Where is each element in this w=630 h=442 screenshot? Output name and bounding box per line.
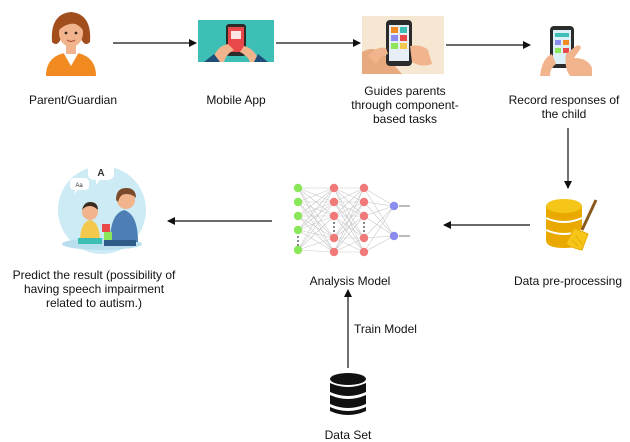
nn-connection <box>333 201 365 217</box>
nn-node <box>359 183 369 193</box>
hand-phone-app-icon <box>362 16 444 74</box>
nn-ellipsis-dot <box>297 236 299 238</box>
nn-connection <box>363 187 395 237</box>
nn-node <box>389 201 399 211</box>
guides-label-line-2: through component- <box>351 98 459 112</box>
nn-connection <box>333 187 365 239</box>
nn-connection <box>297 229 335 239</box>
nn-node <box>329 247 339 257</box>
predict-label: Predict the result (possibility of havin… <box>4 268 184 310</box>
guides-label-line-1: Guides parents <box>364 84 446 98</box>
nn-connection <box>363 235 395 253</box>
nn-ellipsis-dot <box>297 240 299 242</box>
analysis-label: Analysis Model <box>309 274 391 288</box>
nn-node <box>359 233 369 243</box>
nn-connection <box>333 215 365 253</box>
nn-connection <box>297 201 335 231</box>
nn-node <box>329 197 339 207</box>
nn-connection <box>297 187 335 251</box>
database-icon <box>328 372 368 418</box>
nn-ellipsis-dot <box>363 230 365 232</box>
nn-connection <box>297 201 335 239</box>
nn-connection <box>363 205 395 239</box>
nn-connection <box>297 229 335 253</box>
nn-ellipsis-dot <box>363 222 365 224</box>
predict-label-line-2: having speech impairment <box>23 282 165 296</box>
nn-ellipsis-dot <box>333 230 335 232</box>
nn-node <box>293 211 303 221</box>
nn-ellipsis-dot <box>333 226 335 228</box>
database-broom-icon <box>542 196 602 252</box>
nn-connection <box>297 187 335 203</box>
guides-label: Guides parents through component- based … <box>330 84 480 126</box>
mobile-app-label: Mobile App <box>206 93 266 107</box>
mobile-app-icon <box>198 20 274 62</box>
nn-connection <box>297 237 335 251</box>
predict-label-line-3: related to autism.) <box>45 296 143 310</box>
nn-node <box>293 225 303 235</box>
preprocessing-label: Data pre-processing <box>513 274 623 288</box>
svg-text:Aa: Aa <box>75 183 83 189</box>
nn-node <box>329 233 339 243</box>
nn-connection <box>363 205 395 253</box>
nn-connection <box>363 205 395 217</box>
nn-node <box>389 231 399 241</box>
record-label: Record responses of the child <box>498 93 630 121</box>
train-model-label: Train Model <box>354 322 417 336</box>
nn-connection <box>297 215 335 239</box>
nn-node <box>329 183 339 193</box>
nn-connection <box>333 201 365 253</box>
nn-node <box>293 245 303 255</box>
nn-connection <box>297 187 335 239</box>
parent-label: Parent/Guardian <box>28 93 118 107</box>
nn-node <box>359 197 369 207</box>
nn-connection <box>363 187 395 207</box>
nn-node <box>359 211 369 221</box>
nn-connection <box>363 201 395 237</box>
nn-connection <box>333 187 365 253</box>
guides-label-line-3: based tasks <box>372 112 438 126</box>
nn-connection <box>333 187 365 203</box>
nn-ellipsis-dot <box>333 222 335 224</box>
child-therapy-illustration-icon: A Aa <box>52 160 152 254</box>
predict-label-line-1: Predict the result (possibility of <box>12 268 176 282</box>
nn-connection <box>297 215 335 231</box>
nn-connection <box>297 187 335 217</box>
record-label-line-2: the child <box>541 107 587 121</box>
tapping-phone-icon <box>540 24 594 76</box>
nn-connection <box>363 235 395 239</box>
svg-text:A: A <box>97 168 104 179</box>
nn-connection <box>333 187 365 217</box>
record-label-line-1: Record responses of <box>508 93 620 107</box>
nn-node <box>293 197 303 207</box>
parent-avatar-icon <box>44 8 98 76</box>
nn-connection <box>333 237 365 253</box>
nn-connection <box>297 215 335 251</box>
nn-connection <box>363 201 395 207</box>
nn-ellipsis-dot <box>297 244 299 246</box>
nn-connection <box>363 215 395 237</box>
neural-network-icon <box>284 180 418 262</box>
nn-ellipsis-dot <box>363 226 365 228</box>
dataset-label: Data Set <box>324 428 372 442</box>
nn-node <box>293 183 303 193</box>
nn-node <box>329 211 339 221</box>
nn-node <box>359 247 369 257</box>
nn-connection <box>297 249 335 253</box>
nn-connection <box>297 201 335 251</box>
nn-connection <box>297 187 335 231</box>
